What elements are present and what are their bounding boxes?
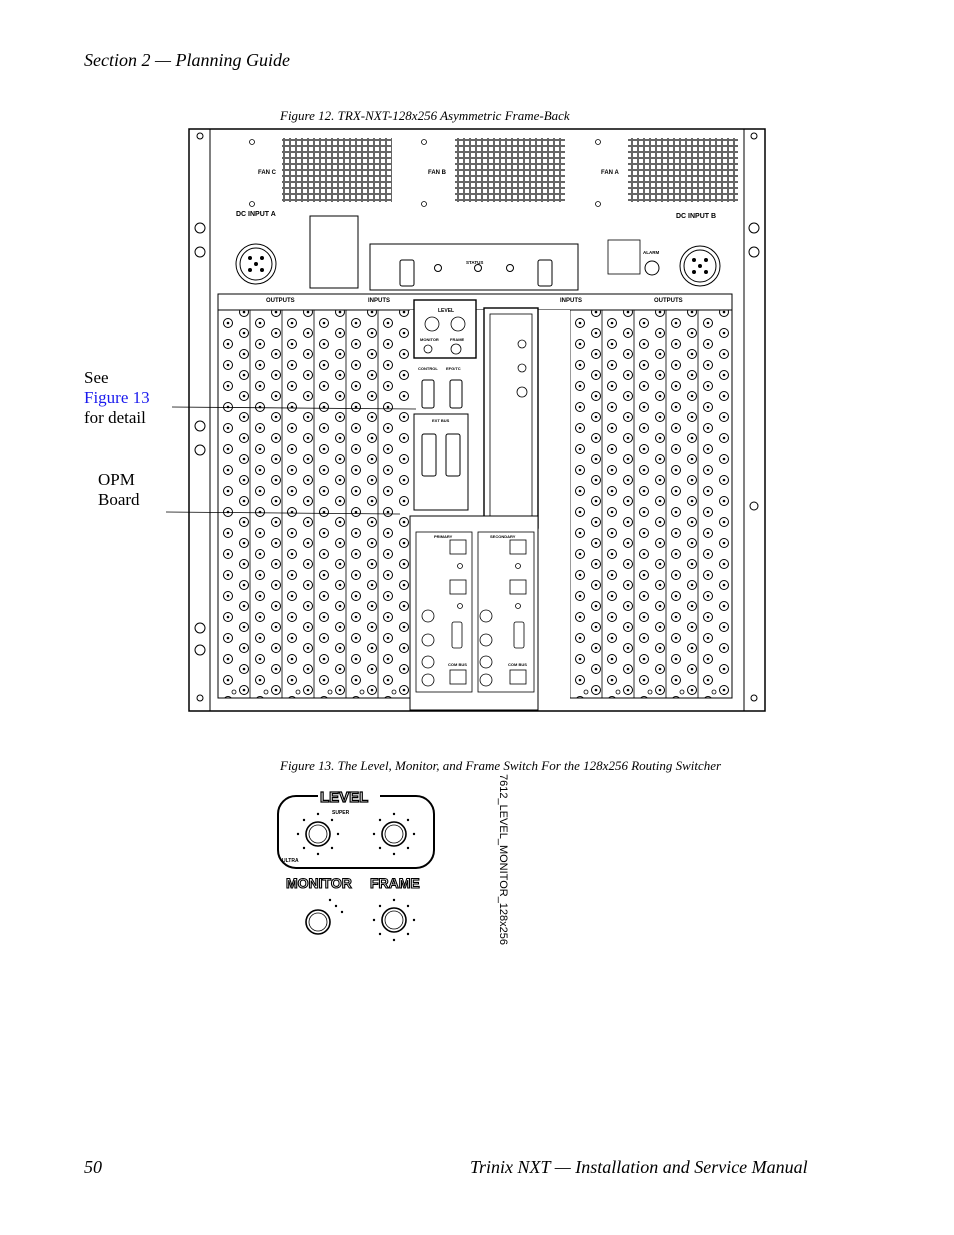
- control-label: CONTROL: [418, 366, 438, 371]
- manual-title: Trinix NXT — Installation and Service Ma…: [470, 1157, 808, 1177]
- for-detail-text: for detail: [84, 408, 146, 427]
- monitor-title: MONITOR: [286, 875, 352, 891]
- level-small-label: LEVEL: [438, 308, 454, 314]
- fan-b-label: FAN B: [428, 170, 447, 176]
- figure-13-link[interactable]: Figure 13: [84, 388, 150, 407]
- opm-text: OPM: [98, 470, 135, 489]
- efgtc-label: EFG/TC: [446, 366, 461, 371]
- fan-a-label: FAN A: [601, 170, 619, 176]
- figure-12-caption: Figure 12. TRX-NXT-128x256 Asymmetric Fr…: [280, 108, 570, 123]
- primary-label: PRIMARY: [434, 534, 453, 539]
- see-text: See: [84, 368, 109, 387]
- opm-board-callout: OPM Board: [98, 470, 140, 510]
- page-number: 50: [84, 1157, 102, 1177]
- inputs-label-right: INPUTS: [560, 298, 582, 304]
- fan-c-label: FAN C: [258, 170, 277, 176]
- monitor-small-label: MONITOR: [420, 337, 439, 342]
- callout-leaders: [165, 406, 417, 515]
- frame-back-drawing: FAN C FAN B FAN A DC INPUT A DC INPUT B …: [188, 128, 766, 712]
- dc-input-a-label: DC INPUT A: [236, 211, 276, 218]
- ext-bus-label: EXT BUS: [432, 418, 450, 423]
- frame-title: FRAME: [370, 875, 420, 891]
- status-label: STATUS: [466, 260, 483, 265]
- figure-13-vertical-label: 7612_LEVEL_MONITOR_128x256: [497, 774, 509, 945]
- alarm-label: ALARM: [643, 250, 659, 255]
- board-text: Board: [98, 490, 140, 509]
- frame-small-label: FRAME: [450, 337, 465, 342]
- inputs-label-left: INPUTS: [368, 298, 390, 304]
- section-header: Section 2 — Planning Guide: [84, 50, 290, 70]
- svg-text:7612_LEVEL_MONITOR_128x256: 7612_LEVEL_MONITOR_128x256: [497, 774, 509, 945]
- level-title: LEVEL: [320, 789, 368, 806]
- outputs-label-left: OUTPUTS: [266, 298, 295, 304]
- figure-13-callout: See Figure 13 for detail: [84, 368, 150, 428]
- figure-13-caption: Figure 13. The Level, Monitor, and Frame…: [280, 758, 722, 773]
- super-label: SUPER: [332, 810, 350, 816]
- com-bus-label-secondary: COM BUS: [508, 662, 527, 667]
- com-bus-label-primary: COM BUS: [448, 662, 467, 667]
- level-monitor-frame-detail: LEVEL SUPER ULTRA MONITOR FRAME: [277, 788, 435, 942]
- dc-input-b-label: DC INPUT B: [676, 213, 716, 220]
- outputs-label-right: OUTPUTS: [654, 298, 683, 304]
- secondary-label: SECONDARY: [490, 534, 516, 539]
- ultra-label: ULTRA: [282, 858, 299, 864]
